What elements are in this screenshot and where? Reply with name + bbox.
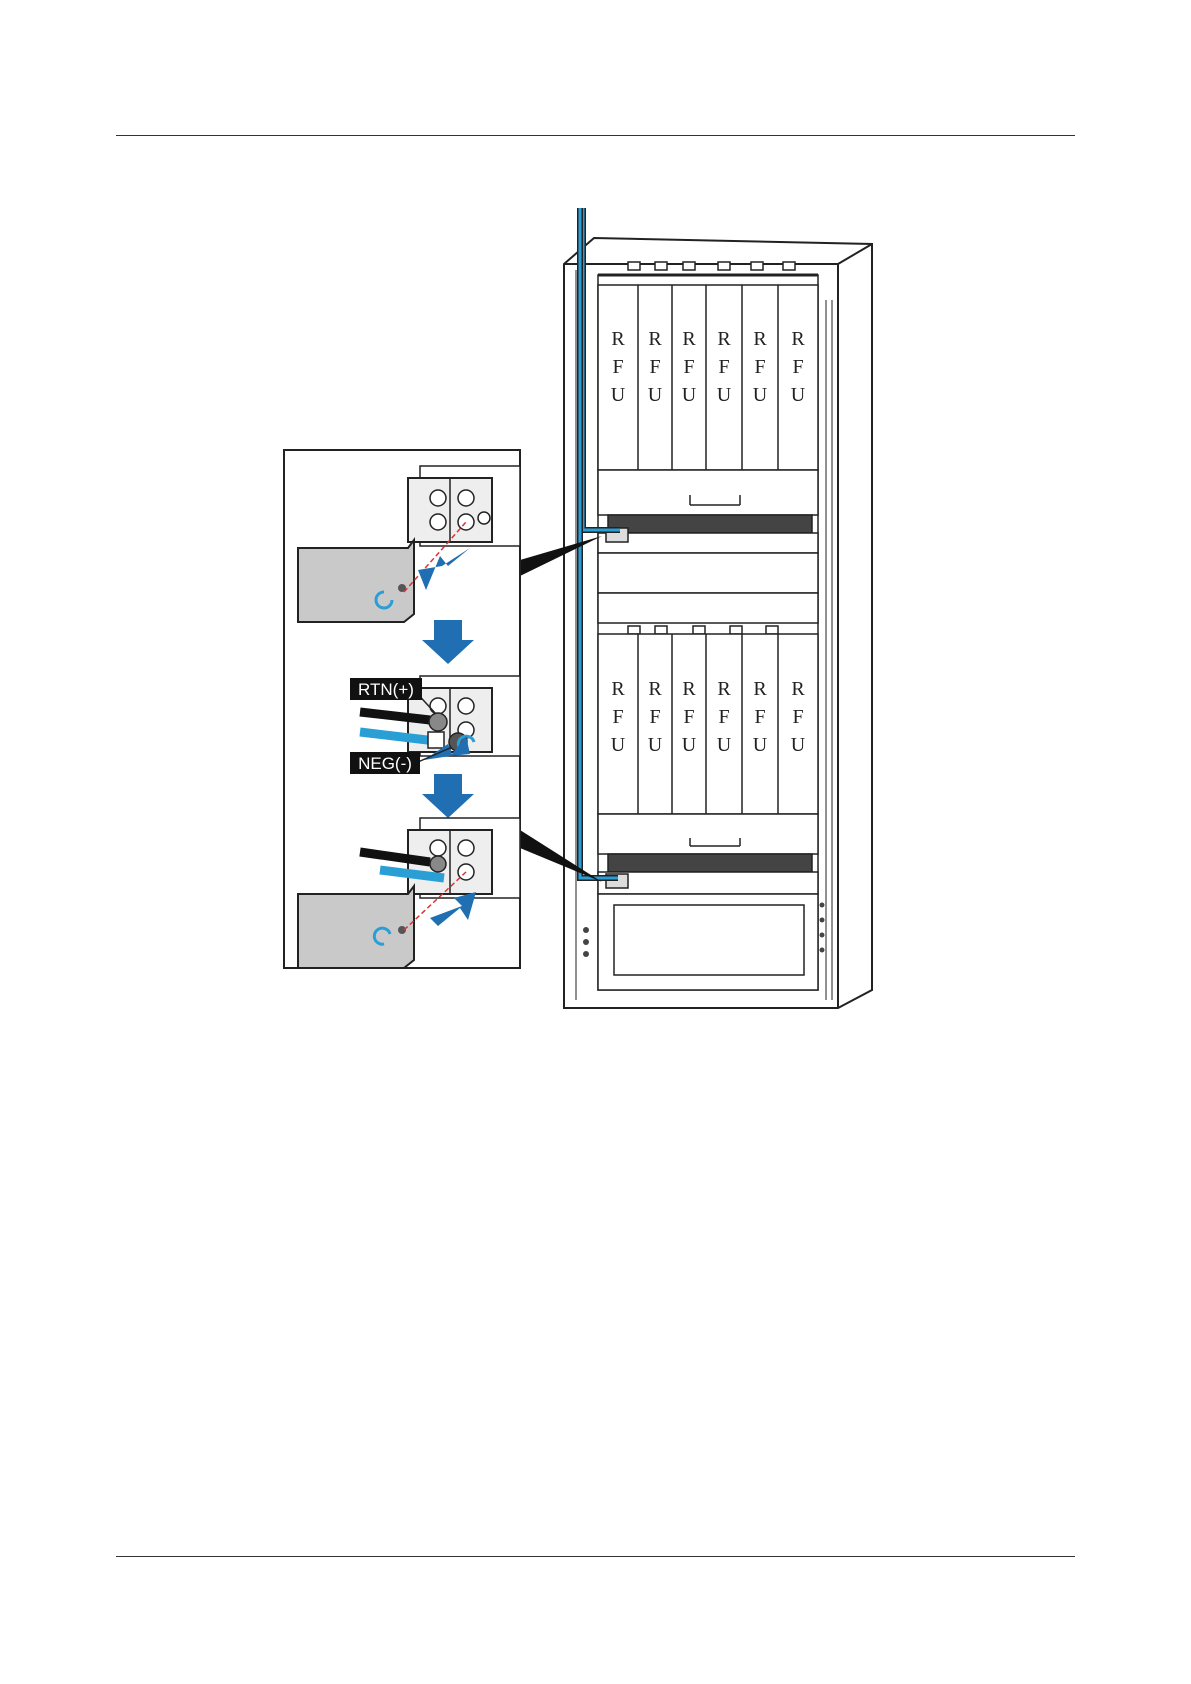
neg-label: NEG(-) [358,754,412,773]
bottom-subrack [598,593,818,990]
top-subrack [598,285,818,593]
bottom-vent-grille [608,854,812,872]
rtn-label: RTN(+) [358,680,414,699]
detail-inset: RTN(+) NEG(-) [284,450,520,968]
top-vent-grille [608,515,812,533]
terminal-cover-1 [298,540,414,622]
terminal-cover-3 [298,886,414,968]
